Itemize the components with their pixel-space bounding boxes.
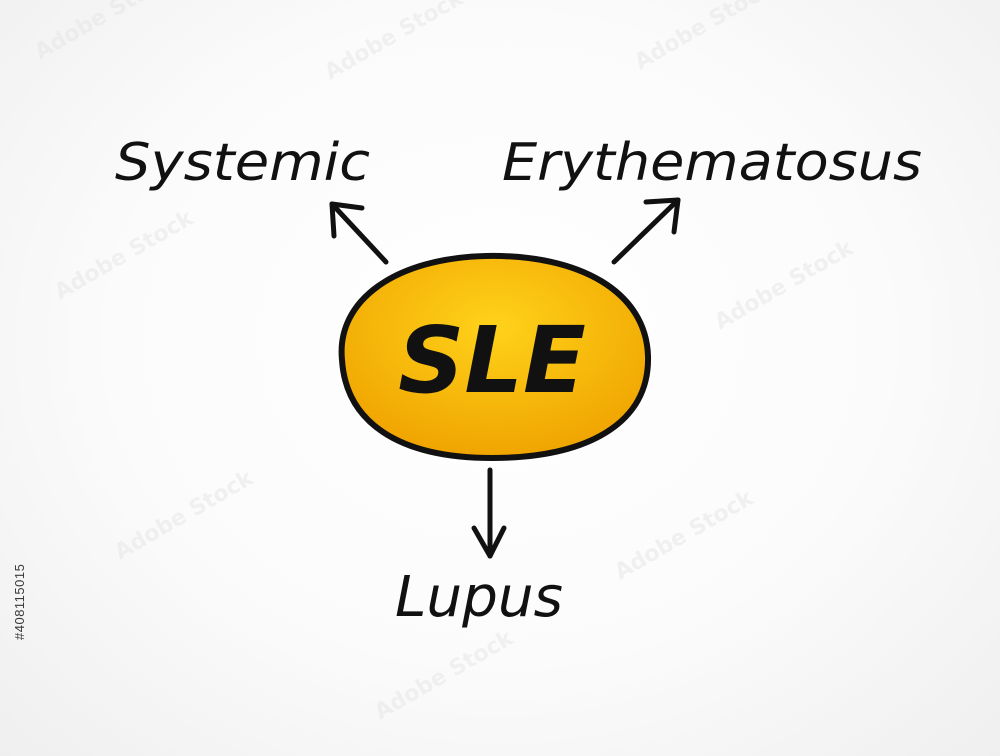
arrow-to-lupus: [471, 467, 507, 559]
sle-node: SLE: [338, 252, 652, 461]
watermark: Adobe Stock: [611, 485, 759, 585]
stock-id: #408115015: [8, 520, 28, 640]
term-erythematosus: Erythematosus: [502, 133, 922, 193]
term-systemic: Systemic: [115, 133, 370, 193]
sle-label: SLE: [398, 307, 586, 414]
watermark: Adobe Stock: [111, 465, 259, 565]
watermark: Adobe Stock: [51, 205, 199, 305]
watermark: Adobe Stock: [631, 0, 779, 75]
watermark: Adobe Stock: [31, 0, 179, 65]
term-lupus: Lupus: [395, 565, 563, 630]
watermark: Adobe Stock: [371, 625, 519, 725]
watermark: Adobe Stock: [321, 0, 469, 85]
sle-ellipse: [338, 252, 652, 461]
arrow-to-systemic: [329, 201, 389, 265]
stock-id-text: #408115015: [12, 563, 27, 640]
watermark: Adobe Stock: [711, 235, 859, 335]
arrow-to-erythematosus: [611, 197, 681, 265]
